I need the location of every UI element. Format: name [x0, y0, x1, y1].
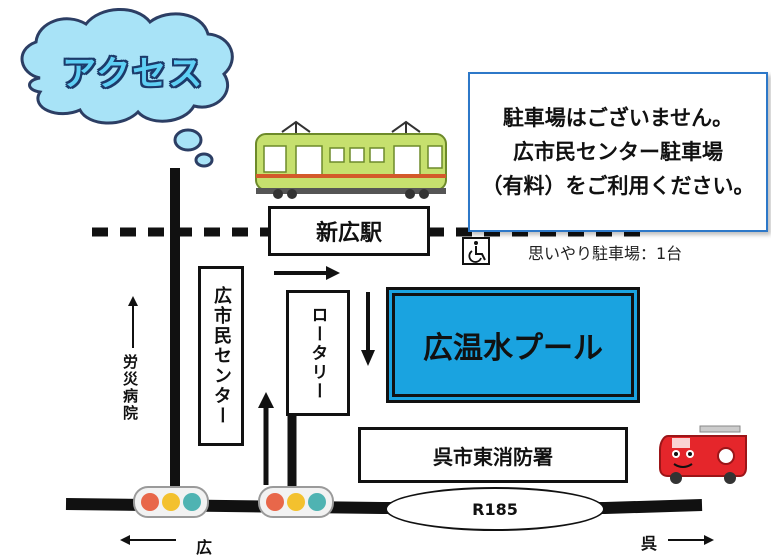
- fire-station-label: 呉市東消防署: [433, 444, 553, 469]
- cloud-bubble: [20, 8, 234, 168]
- arrow-right-head: [326, 266, 340, 280]
- notice-line-2: 広市民センター駐車場: [513, 140, 723, 164]
- civic-center-label: 広市民センター: [211, 286, 232, 426]
- route-185: R185: [385, 487, 605, 531]
- route-185-label: R185: [472, 499, 518, 519]
- arrow-left-hiro-head: [120, 535, 130, 545]
- notice-line-3: （有料）をご利用ください。: [481, 174, 755, 198]
- hospital-label: 労災病院: [121, 354, 139, 422]
- direction-hiro: 広: [196, 538, 213, 555]
- hiro-pool: 広温水プール: [386, 287, 640, 403]
- arrow-right-kure-head: [704, 535, 714, 545]
- rotary: ロータリー: [286, 290, 350, 416]
- shinhiro-station: 新広駅: [268, 206, 430, 256]
- station-label: 新広駅: [315, 221, 382, 246]
- fire-truck-icon: [659, 425, 747, 484]
- arrow-down-head: [361, 350, 375, 366]
- direction-kure: 呉: [641, 534, 658, 553]
- bubble-title: アクセス: [62, 54, 205, 94]
- wheelchair-icon: [462, 237, 490, 265]
- notice-line-1: 駐車場はございません。: [502, 106, 734, 130]
- traffic-light-left: [133, 486, 209, 518]
- rotary-label: ロータリー: [307, 305, 328, 401]
- fire-station: 呉市東消防署: [358, 427, 628, 483]
- train-icon: [255, 120, 447, 199]
- parking-label: 思いやり駐車場：1台: [528, 244, 683, 263]
- civic-center: 広市民センター: [198, 266, 244, 446]
- traffic-light-right: [258, 486, 334, 518]
- pool-label: 広温水プール: [423, 331, 603, 366]
- arrow-up-head: [258, 392, 274, 408]
- hospital-arrowhead: [128, 296, 138, 306]
- parking-notice: 駐車場はございません。 広市民センター駐車場 （有料）をご利用ください。: [468, 72, 768, 232]
